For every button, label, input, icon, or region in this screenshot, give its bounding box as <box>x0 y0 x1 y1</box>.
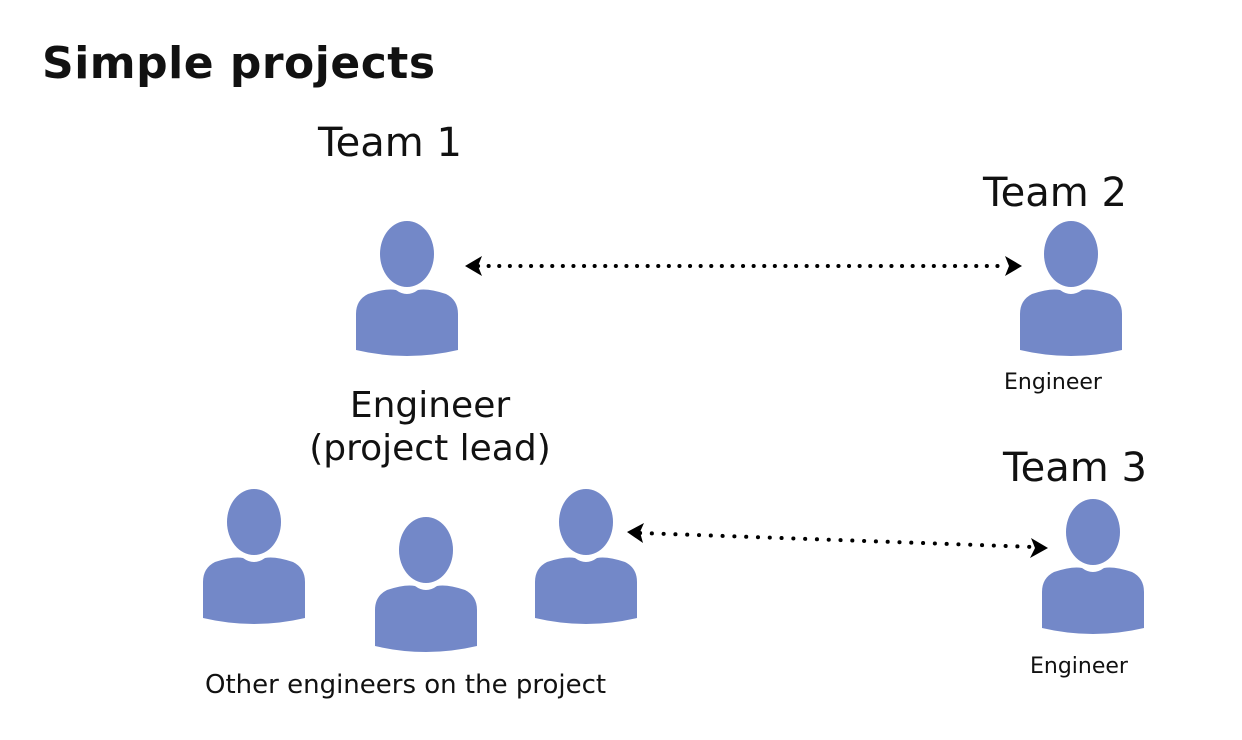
team-3-label: Team 3 <box>1003 445 1147 491</box>
diagram-title: Simple projects <box>42 38 436 89</box>
person-icon <box>356 221 458 356</box>
team-1-label: Team 1 <box>318 120 462 166</box>
team-2-role: Engineer <box>1004 370 1102 395</box>
person-icon <box>375 517 477 652</box>
dotted-double-arrow-team1-team2 <box>465 256 1022 276</box>
person-icon <box>203 489 305 624</box>
person-icon <box>1020 221 1122 356</box>
team-3-role: Engineer <box>1030 654 1128 679</box>
person-icon <box>535 489 637 624</box>
team-2-label: Team 2 <box>983 170 1127 216</box>
project-lead-subtitle: (project lead) <box>309 428 551 469</box>
other-engineers-label: Other engineers on the project <box>205 670 607 700</box>
dotted-double-arrow-engineer-team3 <box>627 523 1048 558</box>
project-lead-role: Engineer <box>349 385 511 426</box>
person-icon <box>1042 499 1144 634</box>
